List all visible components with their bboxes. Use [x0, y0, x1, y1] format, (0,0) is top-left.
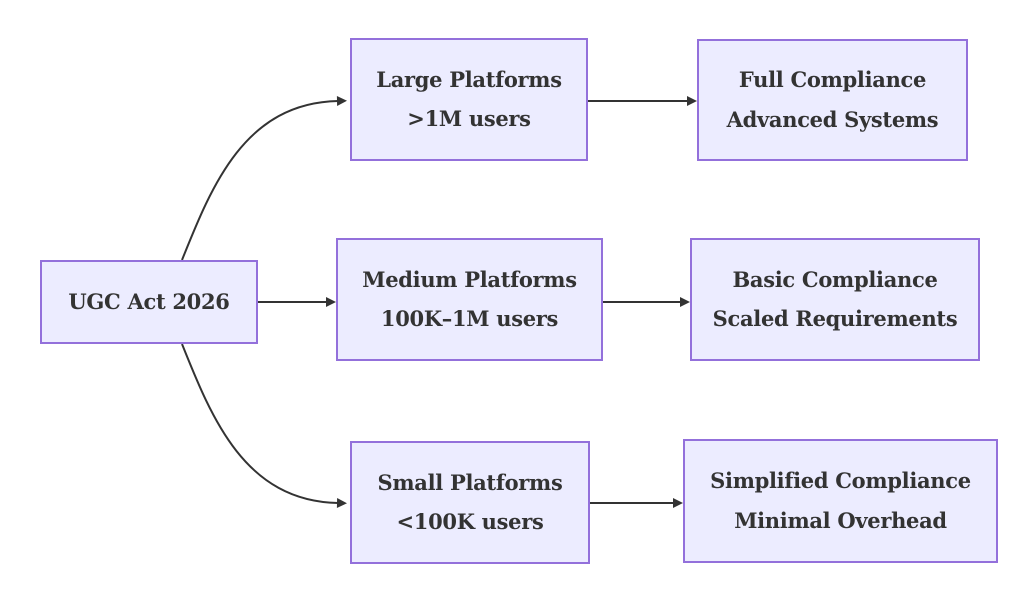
- node-basic-compliance: Basic Compliance Scaled Requirements: [690, 238, 980, 361]
- node-ugc-act-2026: UGC Act 2026: [40, 260, 258, 344]
- arrow-root-to-small: [181, 343, 347, 508]
- node-simplified-compliance: Simplified Compliance Minimal Overhead: [683, 439, 998, 563]
- node-title: Medium Platforms: [362, 266, 577, 292]
- node-title: Large Platforms: [376, 66, 562, 92]
- node-small-platforms: Small Platforms <100K users: [350, 441, 590, 564]
- node-subtitle: Scaled Requirements: [712, 306, 958, 331]
- node-subtitle: Advanced Systems: [726, 106, 939, 132]
- node-medium-platforms: Medium Platforms 100K–1M users: [336, 238, 603, 361]
- node-title: Small Platforms: [377, 469, 563, 495]
- node-title: Simplified Compliance: [710, 468, 971, 494]
- node-subtitle: >1M users: [407, 106, 531, 131]
- node-large-platforms: Large Platforms >1M users: [350, 38, 588, 161]
- arrow-root-to-large: [181, 96, 347, 261]
- node-title: UGC Act 2026: [68, 288, 230, 314]
- node-subtitle: <100K users: [396, 509, 544, 534]
- node-subtitle: 100K–1M users: [380, 306, 559, 331]
- node-title: Basic Compliance: [732, 266, 938, 292]
- node-title: Full Compliance: [738, 67, 927, 93]
- node-subtitle: Minimal Overhead: [734, 507, 947, 533]
- node-full-compliance: Full Compliance Advanced Systems: [697, 39, 968, 161]
